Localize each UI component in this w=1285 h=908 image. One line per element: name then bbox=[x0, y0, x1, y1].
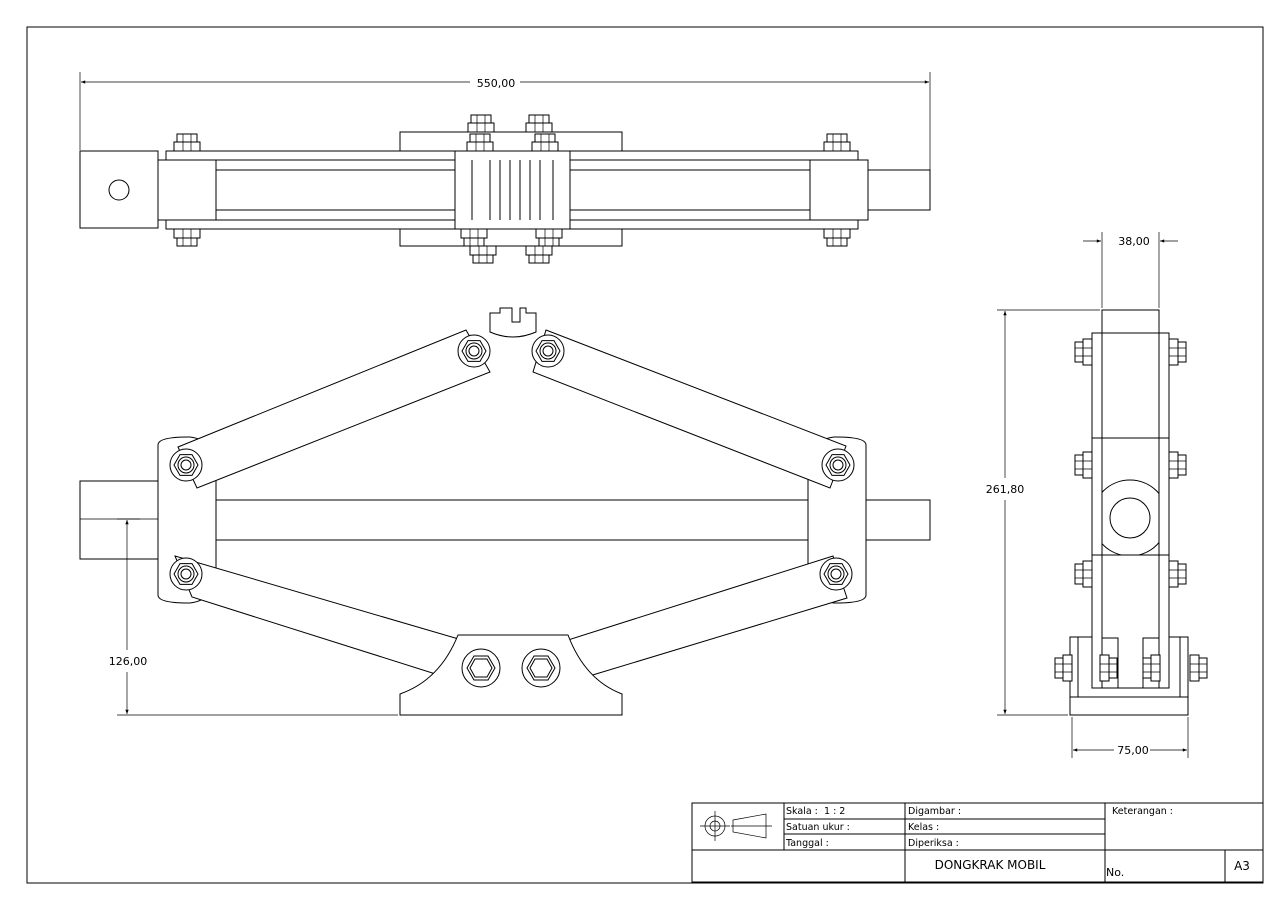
projection-symbol-icon bbox=[700, 811, 772, 841]
unit-label: Satuan ukur : bbox=[786, 822, 850, 833]
dim-label-width-top: 38,00 bbox=[1118, 235, 1150, 248]
dimension-base-height: 126,00 bbox=[109, 518, 398, 716]
dim-label-base-height: 126,00 bbox=[109, 655, 148, 668]
dimension-height-side: 261,80 bbox=[986, 309, 1100, 716]
dimension-overall-length: 550,00 bbox=[79, 72, 931, 170]
drawing-title: DONGKRAK MOBIL bbox=[935, 858, 1046, 872]
dimension-base-width: 75,00 bbox=[1071, 717, 1189, 758]
remarks-label: Keterangan : bbox=[1112, 806, 1173, 817]
scale-value: 1 : 2 bbox=[824, 806, 845, 817]
top-view bbox=[79, 114, 931, 264]
base-nut-left bbox=[461, 648, 501, 688]
base-nut-right bbox=[521, 648, 561, 688]
dim-label-height-side: 261,80 bbox=[986, 483, 1025, 496]
title-block: Skala : 1 : 2 Satuan ukur : Tanggal : Di… bbox=[691, 802, 1264, 883]
drawn-label: Digambar : bbox=[908, 806, 961, 817]
checked-label: Diperiksa : bbox=[908, 838, 959, 849]
sheet-size: A3 bbox=[1234, 859, 1250, 873]
side-view bbox=[1054, 309, 1208, 716]
front-view bbox=[79, 307, 931, 716]
date-label: Tanggal : bbox=[785, 838, 829, 849]
sheet-border bbox=[26, 26, 1264, 884]
dim-label-base-width: 75,00 bbox=[1117, 744, 1149, 757]
number-label: No. bbox=[1106, 866, 1124, 879]
dimension-width-top: 38,00 bbox=[1083, 232, 1178, 308]
scale-label: Skala : bbox=[786, 806, 818, 817]
dim-label-overall-length: 550,00 bbox=[477, 77, 516, 90]
class-label: Kelas : bbox=[908, 822, 939, 833]
